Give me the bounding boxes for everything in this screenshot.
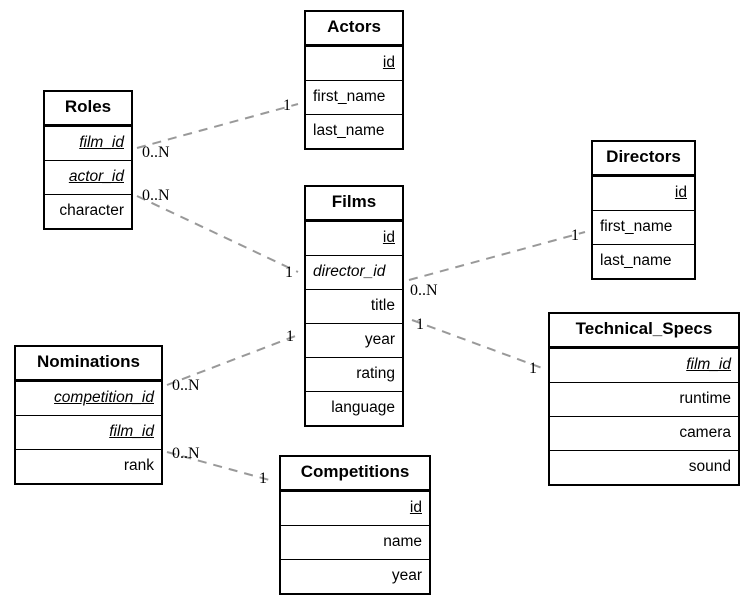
- cardinality-roles-actors-target: 1: [283, 97, 291, 114]
- entity-title-nominations: Nominations: [16, 347, 161, 381]
- cardinality-roles-films-source: 0..N: [142, 187, 170, 204]
- attribute-directors-last_name[interactable]: last_name: [593, 244, 694, 278]
- relationship-line-films-directors: [408, 231, 586, 281]
- relationship-line-roles-actors: [136, 103, 299, 149]
- entity-title-roles: Roles: [45, 92, 131, 126]
- cardinality-roles-actors-source: 0..N: [142, 144, 170, 161]
- cardinality-films-technical-specs-target: 1: [529, 360, 537, 377]
- attribute-films-year[interactable]: year: [306, 323, 402, 357]
- attribute-nominations-film_id[interactable]: film_id: [16, 415, 161, 449]
- attribute-roles-actor_id[interactable]: actor_id: [45, 160, 131, 194]
- entity-title-directors: Directors: [593, 142, 694, 176]
- attribute-films-rating[interactable]: rating: [306, 357, 402, 391]
- attribute-films-id[interactable]: id: [306, 221, 402, 255]
- cardinality-nominations-films-target: 1: [286, 328, 294, 345]
- attribute-actors-last_name[interactable]: last_name: [306, 114, 402, 148]
- attribute-actors-id[interactable]: id: [306, 46, 402, 80]
- attribute-films-title[interactable]: title: [306, 289, 402, 323]
- attribute-actors-first_name[interactable]: first_name: [306, 80, 402, 114]
- attribute-competitions-name[interactable]: name: [281, 525, 429, 559]
- attribute-competitions-id[interactable]: id: [281, 491, 429, 525]
- attribute-nominations-competition_id[interactable]: competition_id: [16, 381, 161, 415]
- cardinality-films-directors-target: 1: [571, 227, 579, 244]
- entity-title-actors: Actors: [306, 12, 402, 46]
- entity-title-films: Films: [306, 187, 402, 221]
- attribute-films-director_id[interactable]: director_id: [306, 255, 402, 289]
- attribute-directors-id[interactable]: id: [593, 176, 694, 210]
- attribute-technical_specs-camera[interactable]: camera: [550, 416, 738, 450]
- relationship-line-roles-films: [136, 195, 299, 273]
- attribute-films-language[interactable]: language: [306, 391, 402, 425]
- entity-title-competitions: Competitions: [281, 457, 429, 491]
- cardinality-nominations-films-source: 0..N: [172, 377, 200, 394]
- cardinality-roles-films-target: 1: [285, 264, 293, 281]
- attribute-technical_specs-film_id[interactable]: film_id: [550, 348, 738, 382]
- attribute-competitions-year[interactable]: year: [281, 559, 429, 593]
- cardinality-nominations-competitions-target: 1: [259, 470, 267, 487]
- attribute-technical_specs-sound[interactable]: sound: [550, 450, 738, 484]
- attribute-roles-film_id[interactable]: film_id: [45, 126, 131, 160]
- cardinality-nominations-competitions-source: 0..N: [172, 445, 200, 462]
- cardinality-films-technical-specs-source: 1: [416, 316, 424, 333]
- attribute-technical_specs-runtime[interactable]: runtime: [550, 382, 738, 416]
- attribute-directors-first_name[interactable]: first_name: [593, 210, 694, 244]
- attribute-roles-character[interactable]: character: [45, 194, 131, 228]
- attribute-nominations-rank[interactable]: rank: [16, 449, 161, 483]
- entity-title-technical_specs: Technical_Specs: [550, 314, 738, 348]
- cardinality-films-directors-source: 0..N: [410, 282, 438, 299]
- relationship-line-films-technical-specs: [411, 319, 543, 369]
